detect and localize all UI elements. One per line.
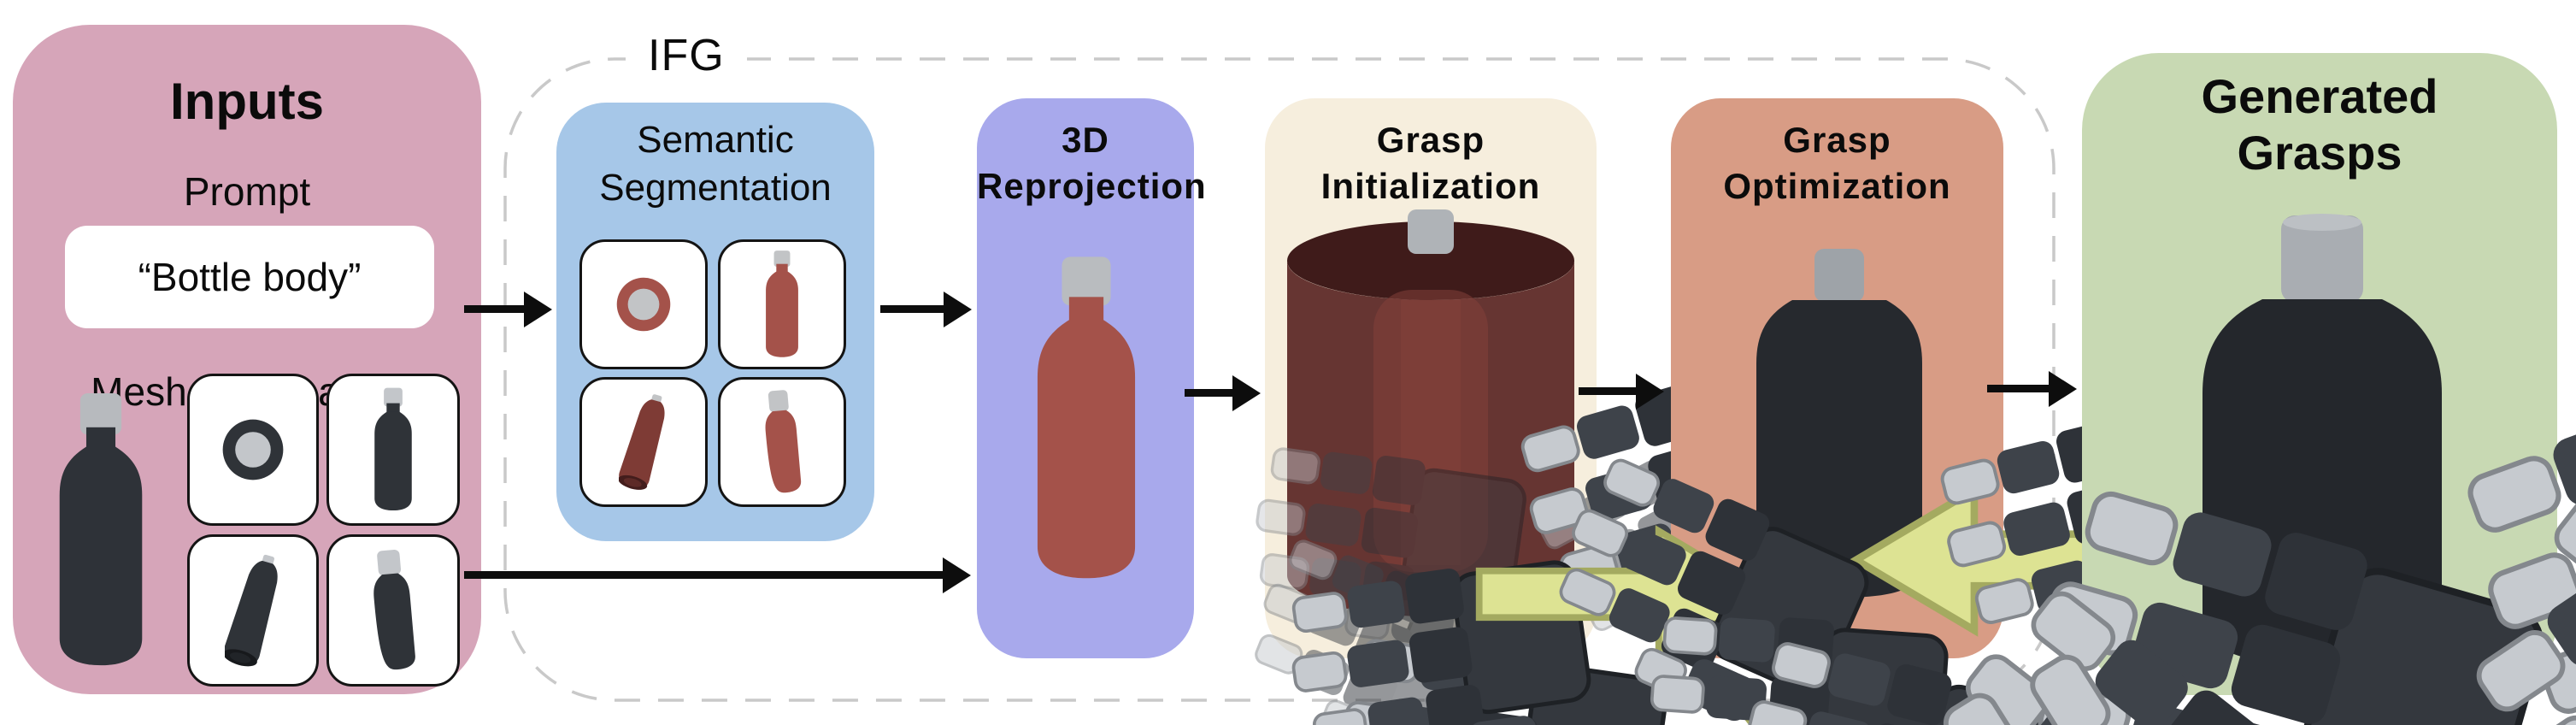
grasp-optimization-render [1478,249,2279,725]
input-images-grid [187,374,469,712]
prompt-label: Prompt [183,169,311,214]
semantic-segmentation-box: Semantic Segmentation [556,103,874,541]
segmented-cap-view-image [762,389,803,494]
grasp-optimization-box: Grasp Optimization [1478,98,2279,725]
input-view-cap-tile [326,534,460,687]
inputs-box: Inputs Prompt “Bottle body” Mesh and Ima… [13,25,481,694]
input-view-side-tile [326,374,460,526]
segmented-side-view-tile [718,239,846,369]
prompt-value-box: “Bottle body” [65,226,434,328]
arrow-inputs-to-reprojection [464,571,943,579]
segmented-top-view-image [604,265,683,344]
segmented-bottom-view-tile [579,377,708,507]
input-mesh-bottle-image [59,393,143,666]
input-view-top-tile [187,374,319,526]
generated-grasps-render [1802,192,2576,725]
grasp-initialization-title: Grasp Initialization [1320,120,1541,206]
segmented-top-view-tile [579,239,708,369]
generated-grasps-box: Generated Grasps [1802,53,2576,725]
segmented-side-view-image [766,251,798,357]
segmented-bottom-view-image [619,391,668,493]
prompt-value: “Bottle body” [138,255,362,299]
grasp-optimization-title: Grasp Optimization [1723,120,1951,206]
arrow-segmentation-to-reprojection [880,305,944,313]
bottle-top-view-image [209,405,297,494]
arrow-initialization-to-optimization [1579,387,1636,395]
grasp-initialization-box: Grasp Initialization [1229,98,1862,725]
bottle-bottom-view-image [225,551,281,670]
arrow-reprojection-to-initialization [1185,389,1232,397]
arrow-optimization-to-output [1987,385,2049,392]
generated-grasps-title: Generated Grasps [2201,69,2438,180]
3d-reprojection-title: 3D Reprojection [977,120,1207,206]
reprojected-bottle-image [1037,256,1136,579]
grasp-initialization-render [1229,209,1862,725]
input-view-bottom-tile [187,534,319,687]
segmented-views-grid [579,239,855,511]
bottle-cap-view-image [369,548,417,671]
segmented-cap-view-tile [718,377,846,507]
inputs-title: Inputs [170,73,324,130]
arrow-inputs-to-segmentation [464,305,524,313]
semantic-segmentation-title: Semantic Segmentation [599,119,832,209]
bottle-side-view-image [374,387,412,511]
3d-reprojection-box: 3D Reprojection [977,98,1207,658]
ifg-label: IFG [626,29,747,82]
